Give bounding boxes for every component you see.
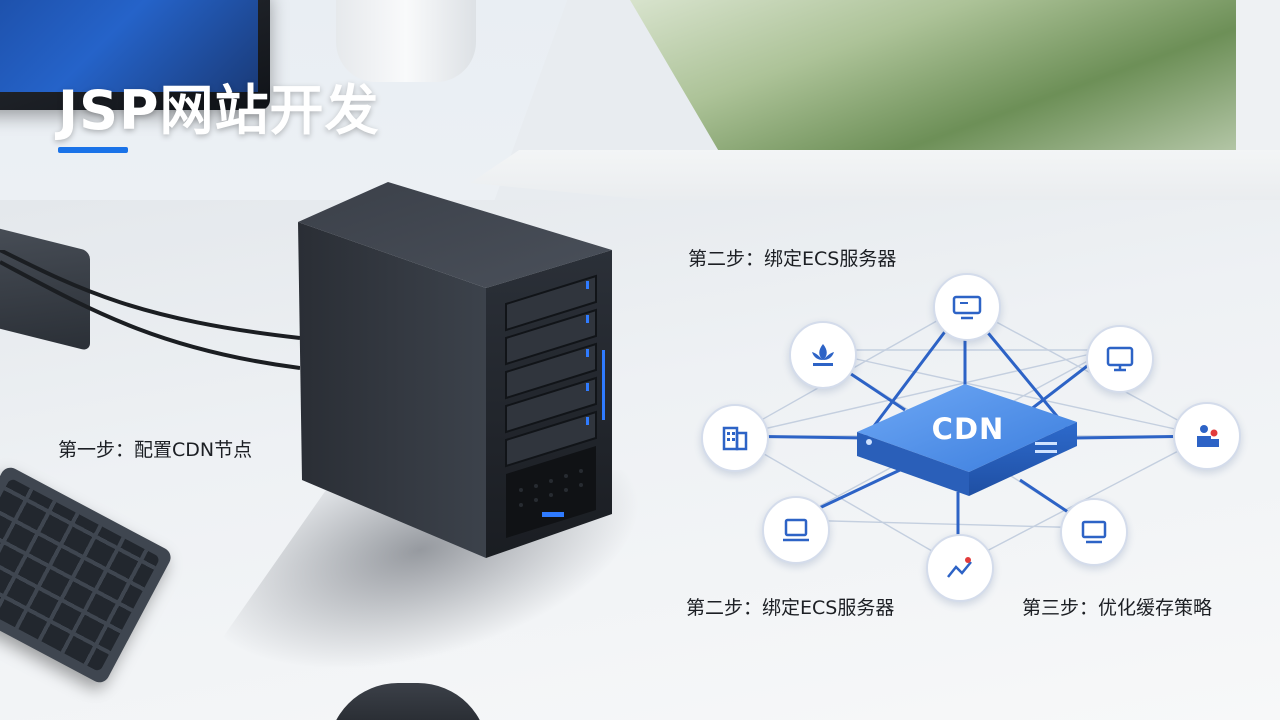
step-three-label: 第三步：优化缓存策略 [1022, 597, 1213, 619]
step-two-bottom-label: 第二步：绑定ECS服务器 [686, 597, 895, 619]
step-one-label: 第一步：配置CDN节点 [58, 439, 253, 461]
monitor [0, 0, 270, 110]
building-node [701, 404, 769, 472]
cdn-box [857, 384, 1077, 496]
page-title: JSP网站开发 [58, 79, 380, 142]
desktop-node [1086, 325, 1154, 393]
users-node [1173, 402, 1241, 470]
lotus-icon [812, 344, 834, 366]
users-icon [1197, 425, 1219, 447]
lotus-node [789, 321, 857, 389]
desk-surface [0, 200, 1280, 720]
cdn-network-diagram: CDN [690, 270, 1250, 610]
monitor-node [933, 273, 1001, 341]
laptop-node [762, 496, 830, 564]
desktop-icon [1106, 346, 1134, 372]
building-icon [722, 426, 748, 451]
screen-icon [1081, 520, 1107, 544]
screen-node [1060, 498, 1128, 566]
cables [0, 250, 300, 370]
chart-icon [947, 557, 972, 578]
cup [336, 0, 476, 82]
cdn-label: CDN [931, 412, 1005, 446]
chart-node [926, 534, 994, 602]
monitor-icon [952, 295, 982, 320]
step-two-top-label: 第二步：绑定ECS服务器 [688, 248, 897, 270]
title-underline [58, 147, 128, 153]
laptop-icon [783, 518, 809, 542]
nas-server [298, 182, 612, 558]
